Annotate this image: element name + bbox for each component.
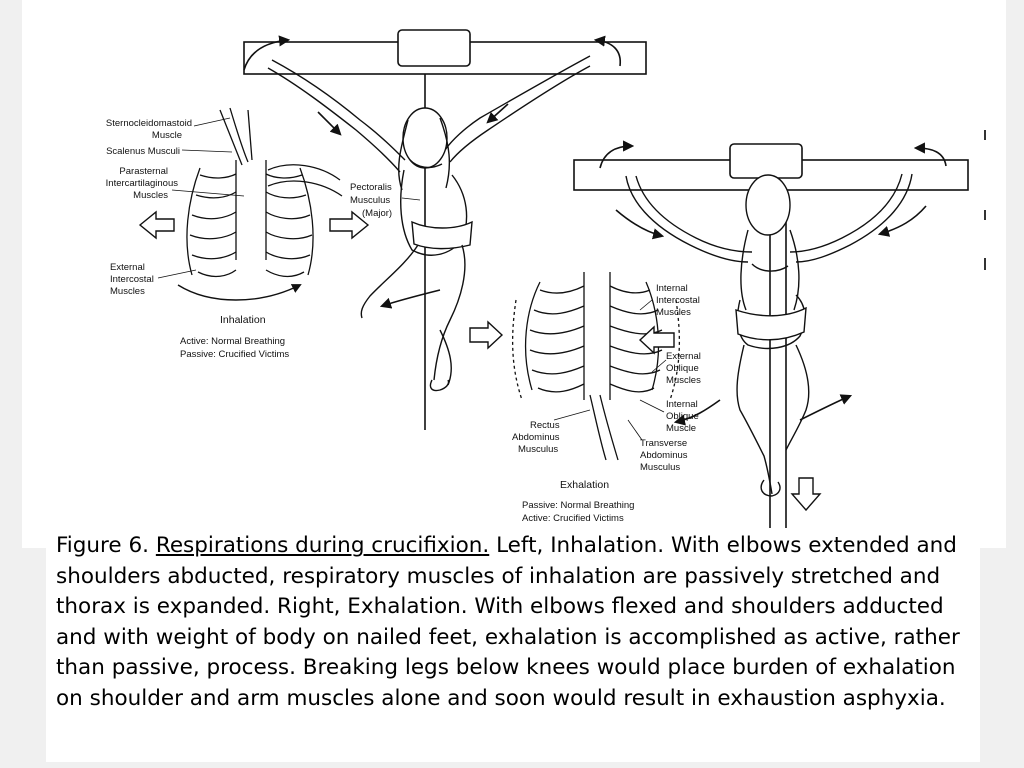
caption-link[interactable]: Respirations during crucifixion. [155,533,490,558]
label-pectoralis: Pectoralis [350,182,392,193]
label-parasternal-2: Intercartilaginous [106,178,179,189]
edge-mark [984,130,986,140]
edge-mark [984,258,986,270]
right-compression-arrows [469,320,675,355]
label-external-3: Muscles [110,286,145,297]
inhalation-title: Inhalation [220,314,266,326]
right-ribcage [511,272,681,461]
down-arrow [790,477,822,512]
edge-mark [984,210,986,220]
label-external-2: Intercostal [110,274,154,285]
right-labels: Internal Intercostal Muscles External Ob… [512,283,701,524]
exhalation-note-passive: Passive: Normal Breathing [522,500,634,511]
right-leader-lines [553,299,667,441]
crucifixion-respiration-illustration: Sternocleidomastoid Muscle Scalenus Musc… [106,29,969,528]
label-parasternal: Parasternal [119,166,168,177]
label-rectus-3: Musculus [518,444,558,455]
exhalation-note-active: Active: Crucified Victims [522,513,624,524]
right-motion-arrows [599,140,947,426]
label-scalenus: Scalenus Musculi [106,146,180,157]
label-external-oblique-3: Muscles [666,375,701,386]
inhalation-note-active: Active: Normal Breathing [180,336,285,347]
slide-background [22,0,1006,548]
label-internal-oblique: Internal [666,399,698,410]
label-external: External [110,262,145,273]
label-sternocleidomastoid: Sternocleidomastoid [106,118,192,129]
figure-caption: Figure 6. Respirations during crucifixio… [56,531,976,714]
label-rectus: Rectus [530,420,560,431]
label-transverse-2: Abdominus [640,450,688,461]
label-internal-intercostal-3: Muscles [656,307,691,318]
label-internal-intercostal: Internal [656,283,688,294]
label-parasternal-3: Muscles [133,190,168,201]
label-external-oblique: External [666,351,701,362]
left-motion-arrows [243,35,621,309]
label-external-oblique-2: Oblique [666,363,699,374]
caption-prefix: Figure 6. [56,533,149,558]
label-pectoralis-3: (Major) [362,208,392,219]
left-crucified-figure [267,55,591,392]
label-transverse-3: Musculus [640,462,680,473]
caption-background [46,528,980,762]
right-crucified-figure [625,173,913,497]
left-ribcage [186,107,343,278]
label-sternocleidomastoid-2: Muscle [152,130,182,141]
exhalation-title: Exhalation [560,479,609,491]
label-internal-oblique-2: Oblique [666,411,699,422]
left-labels: Sternocleidomastoid Muscle Scalenus Musc… [106,118,392,360]
label-internal-oblique-3: Muscle [666,423,696,434]
inhalation-note-passive: Passive: Crucified Victims [180,349,289,360]
caption-body: Left, Inhalation. With elbows extended a… [56,533,960,711]
label-pectoralis-2: Musculus [350,195,390,206]
label-internal-intercostal-2: Intercostal [656,295,700,306]
left-expansion-arrows [138,210,370,301]
label-transverse: Transverse [640,438,687,449]
label-rectus-2: Abdominus [512,432,560,443]
left-leader-lines [157,117,421,279]
